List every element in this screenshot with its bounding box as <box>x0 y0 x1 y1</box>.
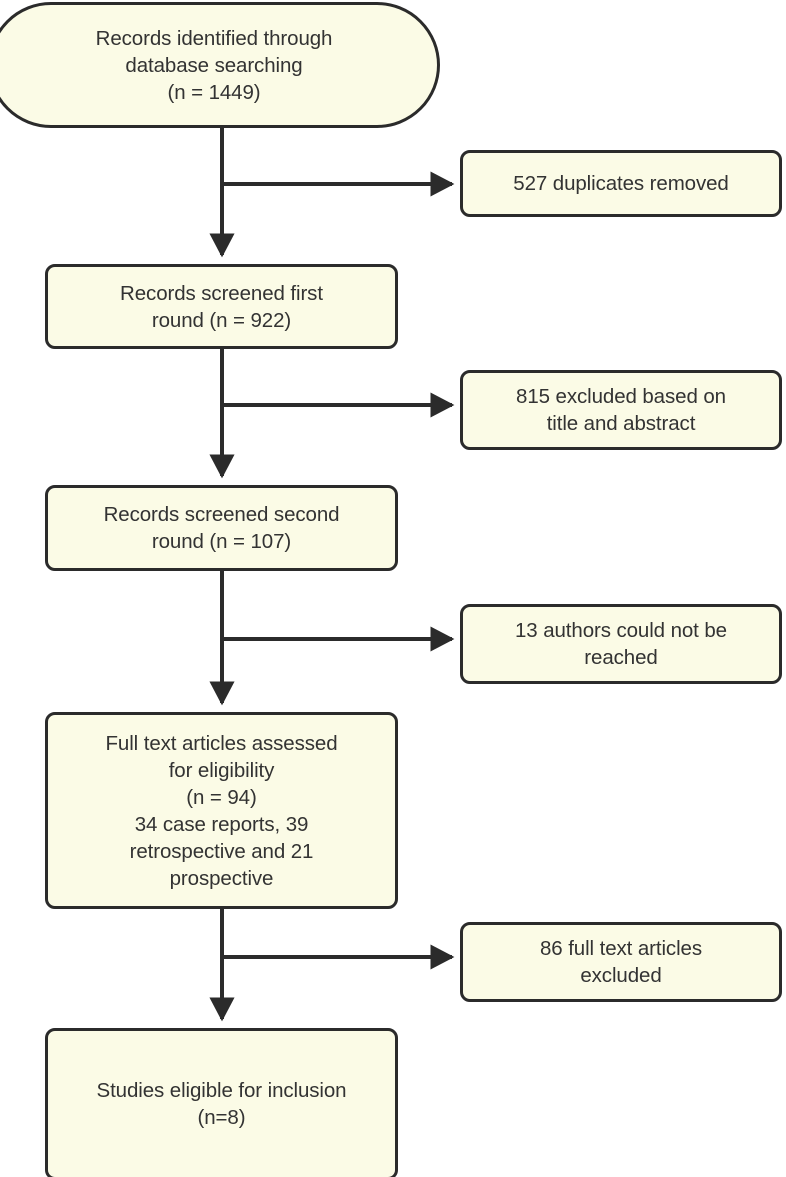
node-records-screened-first-round-label: Records screened first round (n = 922) <box>120 281 323 332</box>
node-full-text-articles-assessed-label: Full text articles assessed for eligibil… <box>105 731 338 890</box>
node-studies-eligible-for-inclusion-label: Studies eligible for inclusion (n=8) <box>96 1079 347 1129</box>
node-full-text-articles-excluded: 86 full text articles excluded <box>460 922 782 1002</box>
node-authors-could-not-be-reached-label: 13 authors could not be reached <box>515 619 727 669</box>
node-full-text-articles-excluded-label: 86 full text articles excluded <box>540 937 702 987</box>
node-duplicates-removed-label: 527 duplicates removed <box>513 172 729 195</box>
node-records-screened-second-round-label: Records screened second round (n = 107) <box>103 503 340 553</box>
node-records-screened-first-round: Records screened first round (n = 922) <box>45 264 398 349</box>
node-authors-could-not-be-reached: 13 authors could not be reached <box>460 604 782 684</box>
node-full-text-articles-assessed: Full text articles assessed for eligibil… <box>45 712 398 909</box>
node-records-screened-second-round: Records screened second round (n = 107) <box>45 485 398 571</box>
node-studies-eligible-for-inclusion: Studies eligible for inclusion (n=8) <box>45 1028 398 1177</box>
node-excluded-title-abstract: 815 excluded based on title and abstract <box>460 370 782 450</box>
node-excluded-title-abstract-label: 815 excluded based on title and abstract <box>516 385 726 435</box>
node-records-identified: Records identified through database sear… <box>0 2 440 128</box>
node-duplicates-removed: 527 duplicates removed <box>460 150 782 217</box>
node-records-identified-label: Records identified through database sear… <box>95 26 333 104</box>
